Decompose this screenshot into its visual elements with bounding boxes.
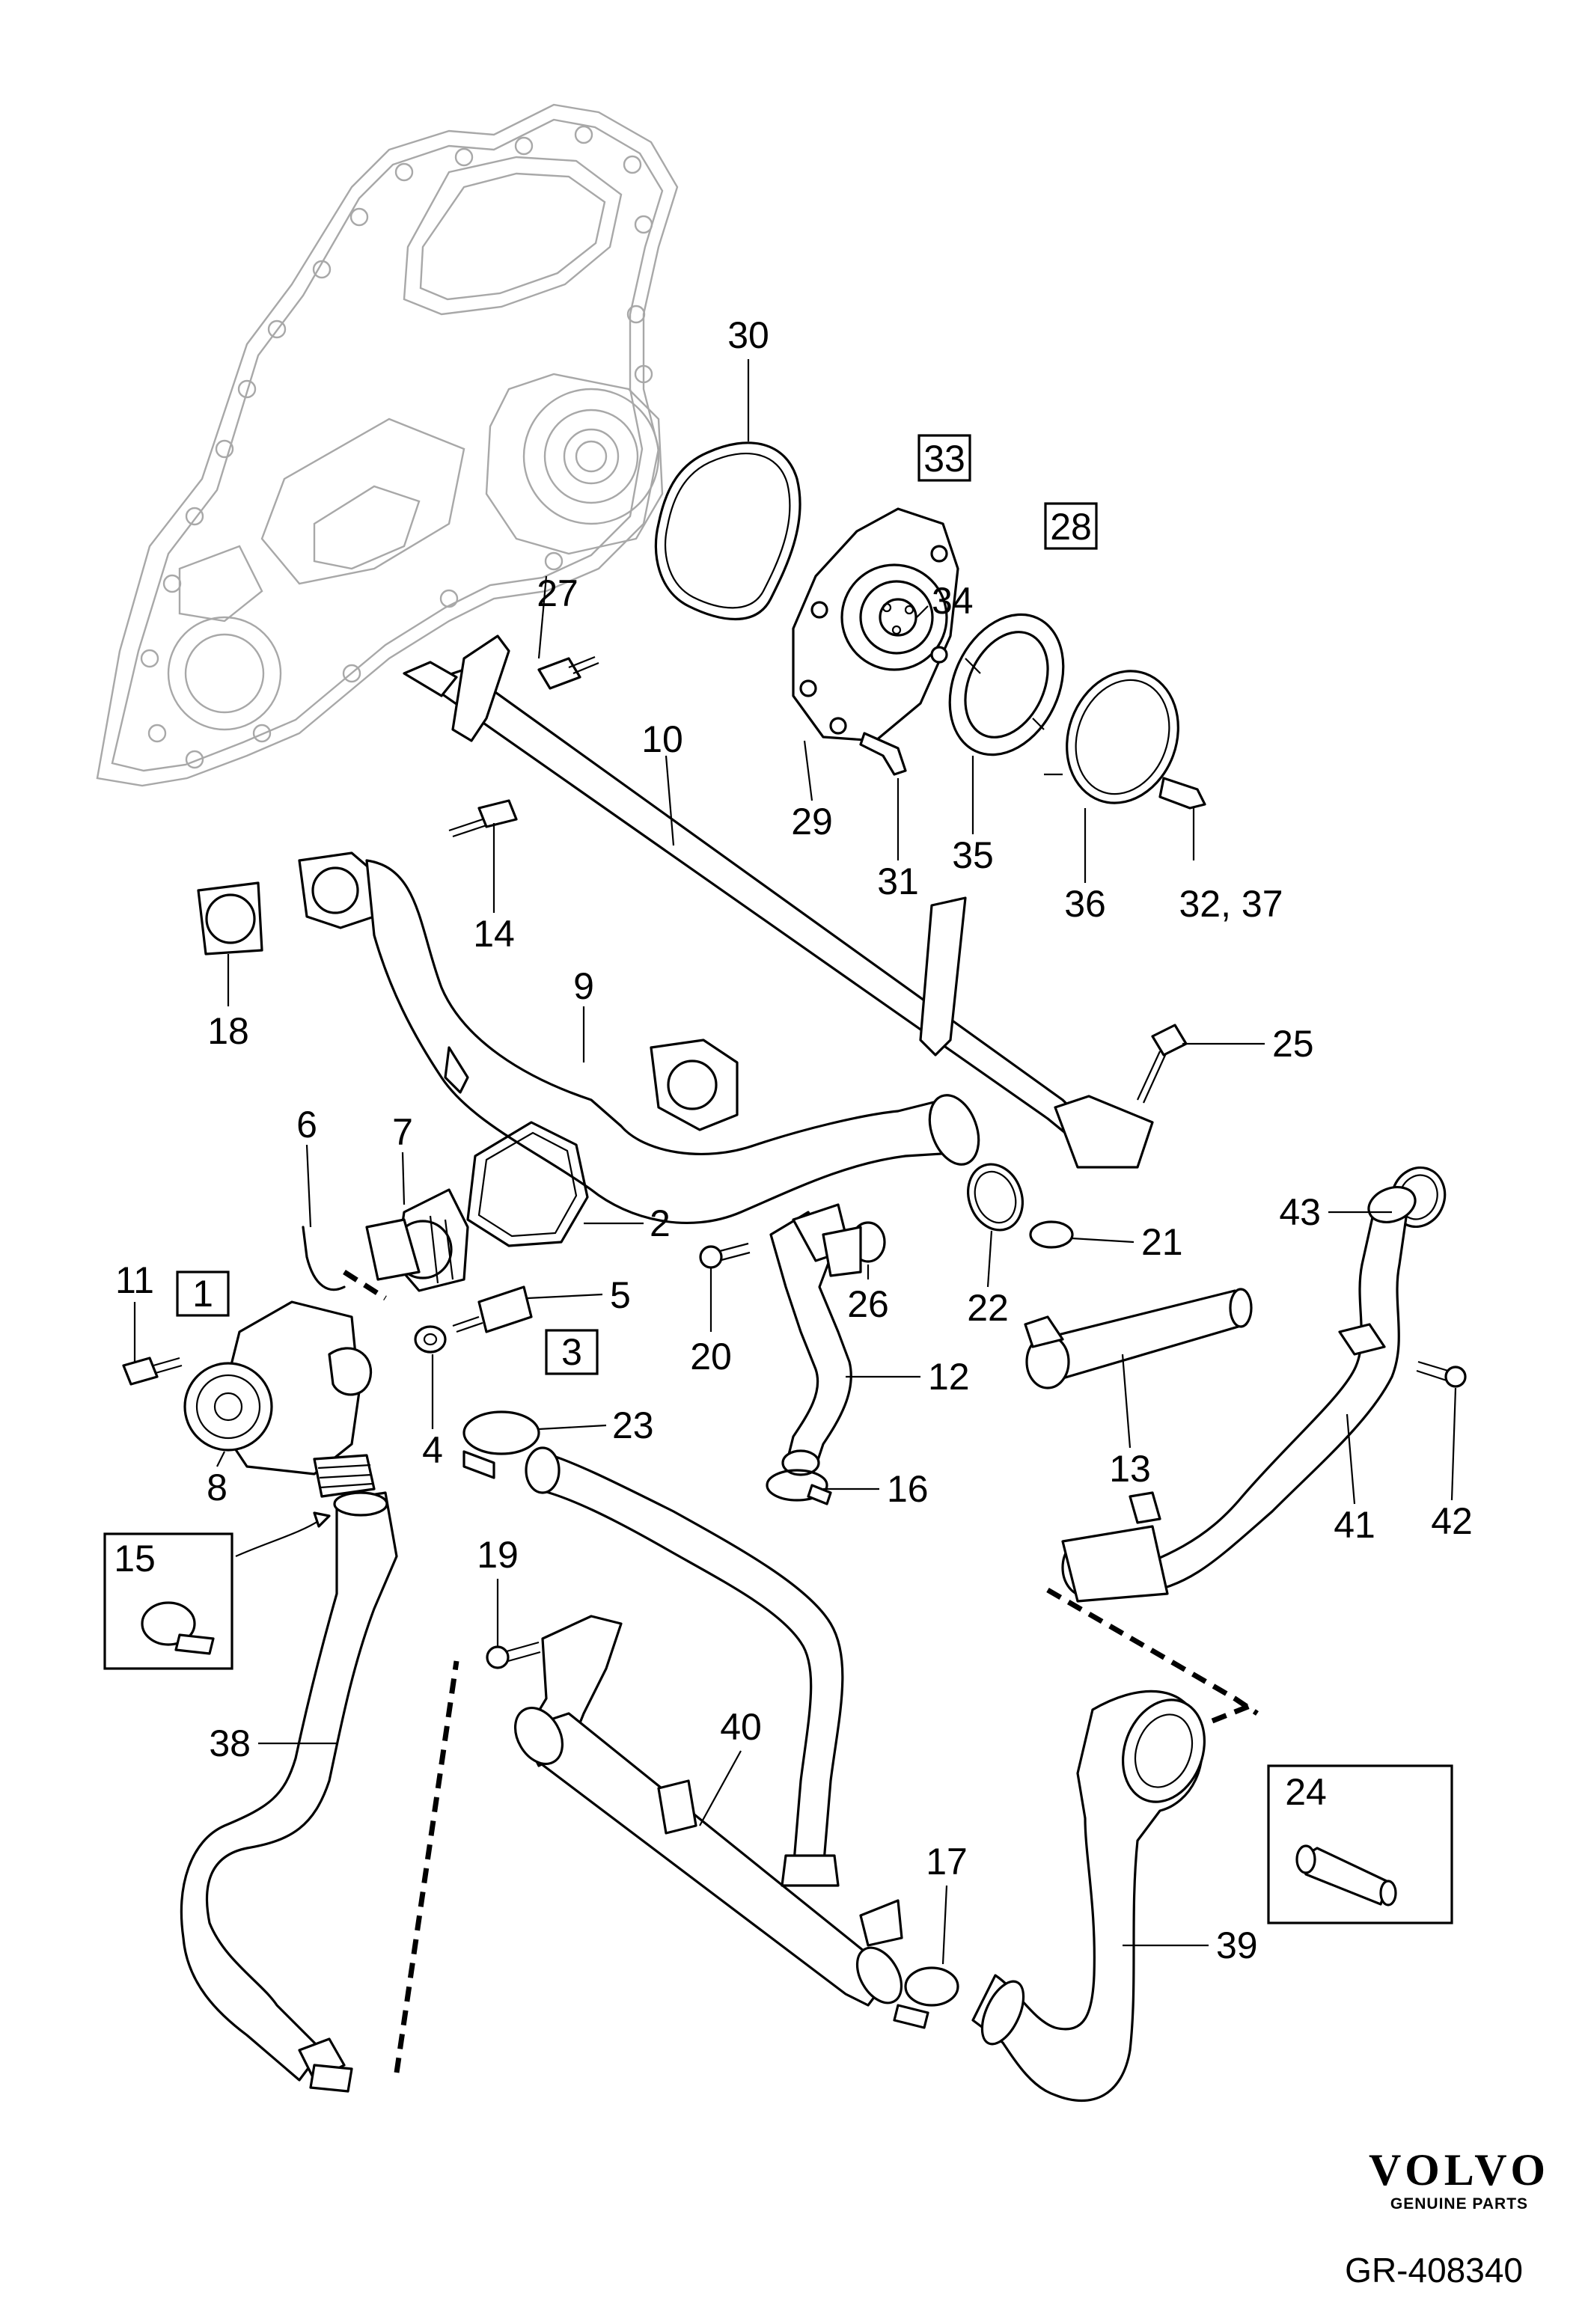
spring-ring-36 [1044,670,1179,804]
callout-3-box [545,1329,599,1375]
callout-22: 22 [967,1287,1009,1329]
callout-40: 40 [720,1706,762,1748]
callout-33-box [917,434,971,482]
callout-11: 11 [115,1259,154,1301]
callout-16: 16 [887,1468,929,1510]
callout-6: 6 [296,1104,317,1146]
engine-timing-cover-ghost [96,103,679,787]
callout-17: 17 [926,1841,968,1883]
callout-35: 35 [952,834,994,876]
callout-27: 27 [537,572,578,614]
callout-19: 19 [477,1534,519,1576]
callout-4: 4 [422,1429,443,1471]
o-ring-21 [1029,1220,1074,1249]
callout-43: 43 [1279,1191,1321,1233]
coolant-pipe-41 [1061,1186,1417,1603]
callout-labels: 30 33 28 27 34 10 29 31 35 36 32, 37 14 … [114,314,1473,1966]
volvo-branding: VOLVO GENUINE PARTS GR-408340 [1345,2145,1550,2290]
callout-32-37: 32, 37 [1179,883,1283,925]
callout-8: 8 [207,1467,227,1508]
callout-29: 29 [791,801,833,843]
connector-dashed-c [1046,1587,1259,1716]
coolant-pipe-13 [1024,1288,1253,1389]
clamp-16 [766,1469,832,1505]
callout-28: 28 [1050,506,1092,548]
callout-12: 12 [928,1356,970,1398]
callout-42: 42 [1431,1500,1473,1542]
callout-24: 24 [1285,1771,1327,1813]
thermostat-housing-8 [183,1300,376,1498]
bolt-25 [1137,1024,1188,1104]
callout-15: 15 [114,1538,156,1580]
callout-9: 9 [573,965,594,1007]
volvo-logo: VOLVO [1369,2145,1550,2195]
coolant-hose-38 [180,1491,398,2093]
clamp-17 [893,1966,959,2029]
connector-24-inset [1267,1764,1453,1924]
pulley-drive-35 [948,613,1065,756]
sensor-5 [452,1285,533,1333]
bolt-20 [699,1242,751,1269]
callout-34: 34 [932,580,974,622]
clip-6 [302,1226,346,1291]
connector-dashed-a [343,1270,387,1300]
callout-26: 26 [847,1283,889,1325]
water-pump-gasket-30 [654,441,801,621]
callout-21: 21 [1141,1221,1183,1263]
gasket-2 [466,1121,589,1247]
connector-dashed-b [394,1660,459,2073]
coolant-hose-39 [971,1690,1206,2103]
callout-18: 18 [207,1010,249,1052]
callout-1: 1 [192,1273,213,1315]
callout-28-box [1044,502,1098,550]
bolt-42 [1416,1360,1467,1388]
clamp-15-inset [103,1511,331,1670]
callout-14: 14 [473,913,515,955]
callout-13: 13 [1109,1448,1151,1490]
callout-3: 3 [561,1331,582,1373]
stud-32-37 [1158,777,1206,810]
callout-33: 33 [923,438,965,480]
callout-1-box [176,1270,230,1317]
bolt-31 [859,732,907,776]
callout-30: 30 [727,314,769,356]
coolant-hose-center [525,1446,844,1887]
water-pump-housing-29 [792,507,959,742]
callout-10: 10 [641,718,683,760]
bolt-14 [448,799,518,838]
leader-lines [133,359,1457,1965]
coolant-pipe-10 [403,634,1154,1169]
callout-20: 20 [690,1336,732,1377]
genuine-parts-label: GENUINE PARTS [1390,2195,1528,2213]
callout-2: 2 [650,1202,671,1244]
washer-4 [414,1325,447,1354]
coolant-pipe-40 [513,1615,903,2007]
coolant-pipe-12 [769,1203,862,1476]
connector-dashed-d [1211,1703,1251,1724]
callout-38: 38 [209,1722,251,1764]
bolt-27 [537,655,599,690]
bolt-11 [122,1357,183,1386]
callout-36: 36 [1064,883,1106,925]
callout-23: 23 [612,1404,654,1446]
clamp-23 [462,1410,540,1479]
callout-39: 39 [1216,1924,1258,1966]
callout-7: 7 [392,1111,413,1153]
o-ring-22 [967,1163,1024,1232]
diagram-reference: GR-408340 [1345,2251,1523,2290]
callout-41: 41 [1334,1504,1375,1546]
callout-5: 5 [610,1274,631,1316]
thermostat-7 [365,1188,469,1292]
callout-25: 25 [1272,1023,1314,1065]
bolt-19 [486,1641,541,1669]
gasket-18 [197,881,263,955]
callout-31: 31 [877,860,919,902]
